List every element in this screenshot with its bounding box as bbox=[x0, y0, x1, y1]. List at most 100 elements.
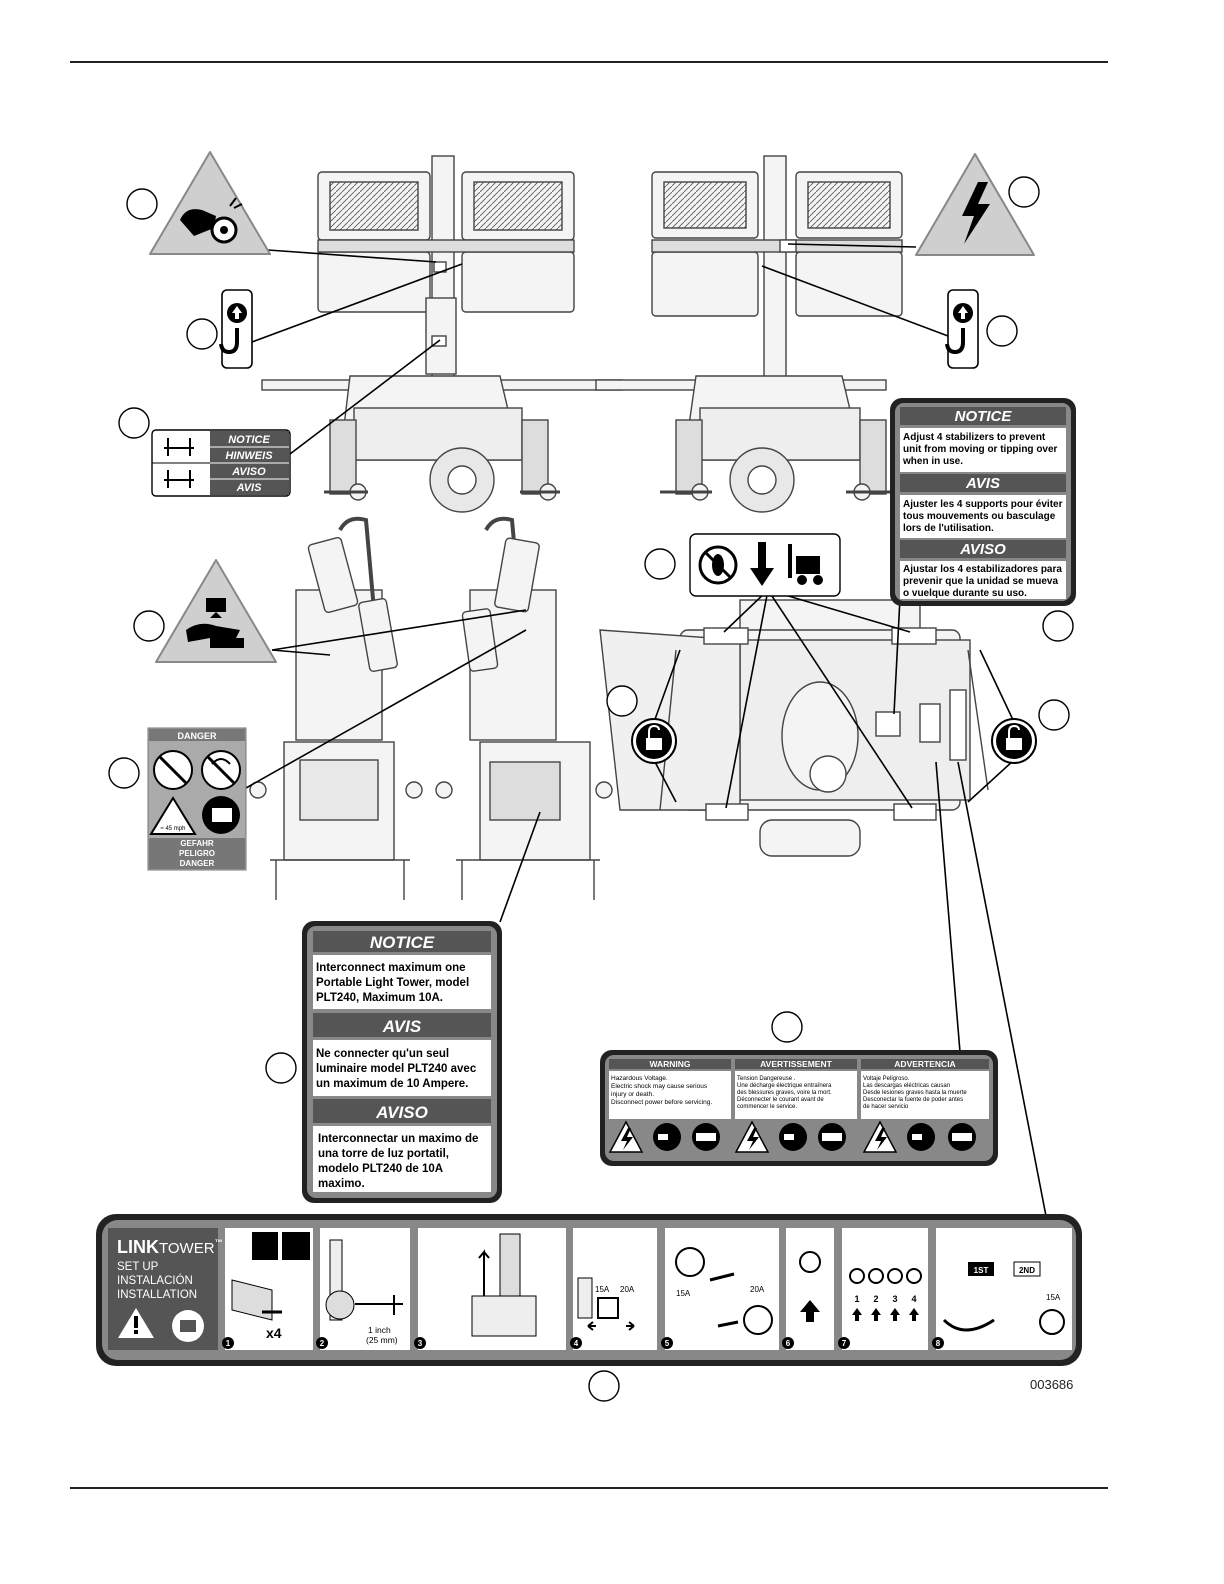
linktower-tm: ™ bbox=[215, 1238, 223, 1247]
notice-stab-h1: NOTICE bbox=[955, 408, 1013, 425]
warning-line-es: Desde lesiones graves hasta la muerte bbox=[863, 1090, 967, 1096]
notice-stabilizers-decal: NOTICE Adjust 4 stabilizers to prevent u… bbox=[890, 398, 1076, 606]
figure-id: 003686 bbox=[1030, 1377, 1074, 1392]
warning-hazardous-voltage-decal: WARNING Hazardous Voltage. Electric shoc… bbox=[600, 1050, 998, 1166]
step7-circuit: 4 bbox=[911, 1294, 916, 1304]
danger-bottom-line: PELIGRO bbox=[179, 849, 215, 858]
linktower-brand: LINKTOWER™ bbox=[117, 1237, 223, 1257]
step8-second: 2ND bbox=[1019, 1266, 1035, 1275]
callout-circle bbox=[644, 548, 676, 580]
notice-ic-t3: modelo PLT240 de 10A bbox=[318, 1163, 443, 1175]
warning-line-fr: des blessures graves, voire la mort. bbox=[737, 1090, 832, 1096]
warning-line-en: injury or death. bbox=[611, 1091, 654, 1098]
step-number: 1 bbox=[226, 1339, 231, 1348]
linktower-setup-line: INSTALACIÓN bbox=[117, 1274, 193, 1287]
tower-rear-view-left bbox=[261, 155, 623, 513]
notice-interconnect-decal: NOTICE Interconnect maximum one Portable… bbox=[302, 921, 502, 1203]
notice-stab-t2: Ajuster les 4 supports pour éviter bbox=[903, 499, 1063, 510]
callout-circle bbox=[126, 188, 158, 220]
callout-circle bbox=[1042, 610, 1074, 642]
step7-circuit: 2 bbox=[873, 1294, 878, 1304]
notice-small-line: AVIS bbox=[236, 482, 263, 494]
warning-head-es: ADVERTENCIA bbox=[894, 1059, 955, 1069]
notice-small-line: HINWEIS bbox=[225, 450, 273, 462]
warning-line-fr: Une décharge électrique entraînera bbox=[737, 1083, 832, 1089]
danger-pictogram-decal: DANGER ≈ 45 mph GEFAHR PELIGRO DANGER bbox=[147, 727, 247, 871]
notice-ic-t3: Interconnectar un maximo de bbox=[318, 1133, 478, 1145]
warning-panel-en: WARNING Hazardous Voltage. Electric shoc… bbox=[608, 1059, 731, 1153]
notice-ic-t1: Interconnect maximum one bbox=[316, 962, 466, 974]
no-step-forklift-decal bbox=[689, 533, 841, 597]
notice-stab-t2: tous mouvements ou basculage bbox=[903, 511, 1056, 522]
notice-stab-h2: AVIS bbox=[965, 475, 1000, 492]
step1-x4: x4 bbox=[266, 1325, 282, 1341]
callout-circle bbox=[108, 757, 140, 789]
notice-ic-t1: Portable Light Tower, model bbox=[316, 977, 469, 989]
callout-circle bbox=[986, 315, 1018, 347]
callout-circle bbox=[186, 318, 218, 350]
notice-ic-t2: un maximum de 10 Ampere. bbox=[316, 1078, 468, 1090]
tower-front-view-right bbox=[595, 155, 903, 513]
notice-multilingual-small-decal: NOTICE HINWEIS AVISO AVIS bbox=[151, 429, 291, 497]
linktower-brand-bold: LINK bbox=[117, 1237, 159, 1257]
danger-bottom-line: GEFAHR bbox=[180, 839, 214, 848]
notice-stab-t2: lors de l'utilisation. bbox=[903, 523, 994, 534]
warning-head-fr: AVERTISSEMENT bbox=[760, 1059, 832, 1069]
step5-15a: 15A bbox=[676, 1289, 691, 1298]
warning-panel-es: ADVERTENCIA Voltaje Peligroso. Las desca… bbox=[861, 1059, 989, 1153]
danger-top-label: DANGER bbox=[177, 731, 217, 741]
step4-15a: 15A bbox=[595, 1285, 610, 1294]
step8-15a: 15A bbox=[1046, 1293, 1061, 1302]
warning-line-fr: Déconnecter le courant avant de bbox=[737, 1097, 824, 1103]
step4-20a: 20A bbox=[620, 1285, 635, 1294]
callout-circle bbox=[606, 685, 638, 717]
linktower-setup-line: INSTALLATION bbox=[117, 1289, 197, 1301]
bottom-rule bbox=[70, 1487, 1108, 1489]
notice-ic-t2: luminaire model PLT240 avec bbox=[316, 1063, 477, 1075]
callout-circle bbox=[133, 610, 165, 642]
callout-circle bbox=[588, 1370, 620, 1402]
top-rule bbox=[70, 61, 1108, 63]
warning-line-en: Disconnect power before servicing. bbox=[611, 1099, 712, 1106]
warning-line-fr: Tension Dangereuse . bbox=[737, 1076, 796, 1082]
step-number: 6 bbox=[786, 1339, 791, 1348]
notice-small-line: NOTICE bbox=[228, 434, 270, 446]
entanglement-warning-decal bbox=[149, 151, 271, 255]
leader-lines bbox=[245, 243, 1047, 1217]
callout-circles bbox=[108, 176, 1074, 1402]
step7-circuit: 3 bbox=[892, 1294, 897, 1304]
step2-mm: (25 mm) bbox=[366, 1335, 398, 1345]
callout-circle bbox=[118, 407, 150, 439]
notice-stab-t3: Ajustar los 4 estabilizadores para bbox=[903, 564, 1062, 575]
notice-stab-h3: AVISO bbox=[959, 541, 1006, 558]
step-number: 4 bbox=[574, 1339, 579, 1348]
notice-ic-t2: Ne connecter qu'un seul bbox=[316, 1048, 449, 1060]
warning-line-es: Las descargas eléctricas causan bbox=[863, 1083, 950, 1089]
warning-line-en: Electric shock may cause serious bbox=[611, 1083, 708, 1090]
warning-line-fr: commencer le service. bbox=[737, 1104, 797, 1110]
danger-wind-speed: ≈ 45 mph bbox=[161, 826, 186, 832]
unlock-decal-left bbox=[631, 718, 677, 764]
notice-stab-t1: Adjust 4 stabilizers to prevent bbox=[903, 432, 1046, 443]
notice-ic-t1: PLT240, Maximum 10A. bbox=[316, 992, 443, 1004]
danger-bottom-line: DANGER bbox=[180, 859, 215, 868]
lifting-point-decal-right bbox=[945, 289, 979, 369]
notice-ic-h3: AVISO bbox=[375, 1103, 428, 1122]
notice-ic-h1: NOTICE bbox=[370, 933, 435, 952]
callout-circle bbox=[1038, 699, 1070, 731]
notice-small-line: AVISO bbox=[231, 466, 266, 478]
callout-circle bbox=[265, 1052, 297, 1084]
tower-side-views bbox=[249, 516, 613, 900]
step-number: 3 bbox=[418, 1339, 423, 1348]
step8-first: 1ST bbox=[974, 1266, 989, 1275]
notice-stab-t3: prevenir que la unidad se mueva bbox=[903, 576, 1058, 587]
warning-line-es: de hacer servicio bbox=[863, 1104, 909, 1110]
callout-circle bbox=[771, 1011, 803, 1043]
crush-hazard-decal bbox=[155, 559, 277, 663]
notice-stab-t3: o vuelque durante su uso. bbox=[903, 588, 1027, 599]
warning-head-en: WARNING bbox=[649, 1059, 690, 1069]
electrical-hazard-decal bbox=[915, 153, 1035, 256]
warning-line-es: Voltaje Peligroso. bbox=[863, 1076, 910, 1082]
linktower-setup-line: SET UP bbox=[117, 1261, 159, 1273]
